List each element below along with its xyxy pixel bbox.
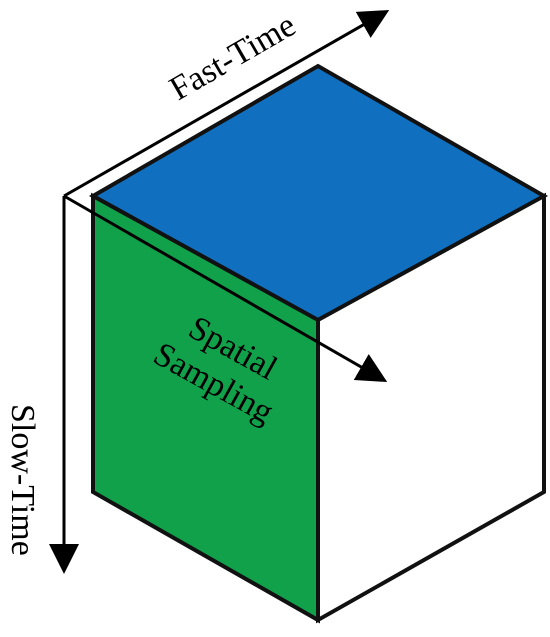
spatial-sampling-arrow-icon (63, 194, 388, 382)
slow-time-label: Slow-Time (4, 404, 41, 556)
fast-time-arrow-icon (63, 10, 390, 198)
cube-right-face (316, 192, 546, 624)
